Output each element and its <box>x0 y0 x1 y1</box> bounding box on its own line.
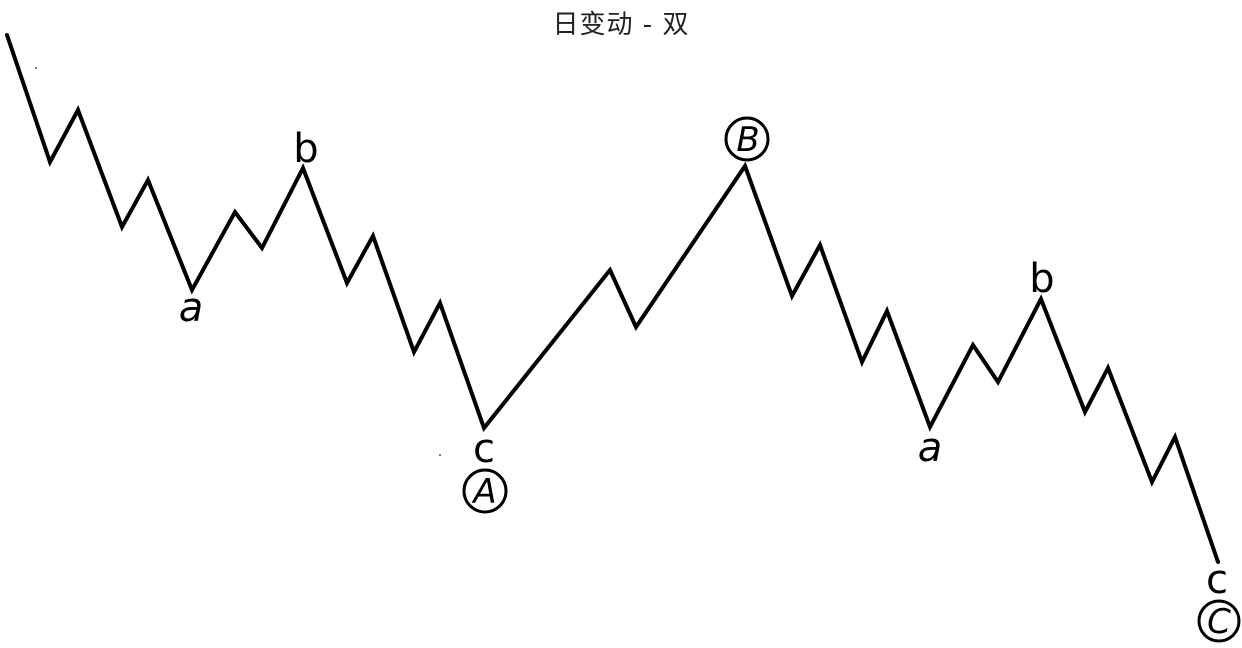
wave-B-marker: B <box>724 116 770 162</box>
label-second-a: a <box>918 425 943 471</box>
label-first-c: c <box>473 426 495 472</box>
label-first-b: b <box>293 126 318 172</box>
label-wave-C: C <box>1207 602 1231 642</box>
wave-C-marker: C <box>1197 599 1241 643</box>
label-second-c: c <box>1206 557 1228 603</box>
label-first-a: a <box>179 285 204 331</box>
label-wave-B: B <box>736 120 759 160</box>
label-wave-A: A <box>471 472 496 512</box>
label-second-b: b <box>1029 256 1054 302</box>
wave-path <box>5 33 1220 564</box>
wave-A-marker: A <box>462 468 508 514</box>
diagram-title: 日变动 - 双 <box>552 10 690 40</box>
